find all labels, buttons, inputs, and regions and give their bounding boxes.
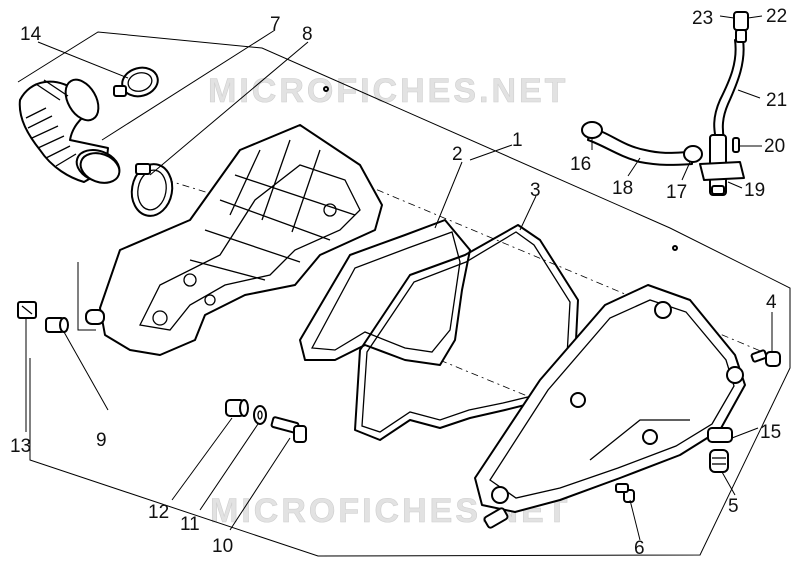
leader-lines xyxy=(25,15,773,541)
callout-16: 16 xyxy=(570,154,591,175)
callout-22: 22 xyxy=(766,6,787,27)
screw-20 xyxy=(732,137,740,153)
hose-clamp-17 xyxy=(683,145,703,163)
callout-13: 13 xyxy=(10,436,31,457)
screw-4 xyxy=(750,349,781,367)
assembly-boundary-inner xyxy=(77,262,96,331)
washer-11 xyxy=(253,405,267,425)
callout-10: 10 xyxy=(212,536,233,557)
breather-housing-19 xyxy=(699,134,745,196)
callout-18: 18 xyxy=(612,178,633,199)
callout-17: 17 xyxy=(666,182,687,203)
callout-3: 3 xyxy=(530,180,541,201)
callout-21: 21 xyxy=(766,90,787,111)
clamp-8 xyxy=(130,163,174,217)
callout-6: 6 xyxy=(634,538,645,559)
callout-23: 23 xyxy=(692,8,713,29)
callouts: 1 2 3 4 5 6 7 8 9 10 11 12 13 14 15 16 1… xyxy=(10,6,787,559)
callout-19: 19 xyxy=(744,180,765,201)
callout-2: 2 xyxy=(452,144,463,165)
assembly-boundary xyxy=(17,31,791,557)
clamp-7 xyxy=(79,152,121,184)
hose-clamp-16 xyxy=(581,121,603,139)
breather-hose-18 xyxy=(587,127,693,166)
callout-5: 5 xyxy=(728,496,739,517)
bolt-10 xyxy=(270,416,307,443)
clamp-14 xyxy=(113,66,159,98)
screw-6 xyxy=(615,483,635,503)
callout-9: 9 xyxy=(96,430,107,451)
spacer-12 xyxy=(225,399,249,417)
callout-11: 11 xyxy=(180,514,200,535)
watermark-top: MICROFICHES.NET xyxy=(208,72,568,110)
callout-7: 7 xyxy=(270,14,281,35)
spacer-left xyxy=(45,317,69,333)
callout-4: 4 xyxy=(766,292,777,313)
drain-fitting xyxy=(707,427,733,473)
callout-15: 15 xyxy=(760,422,781,443)
callout-20: 20 xyxy=(764,136,785,157)
callout-14: 14 xyxy=(20,24,42,45)
callout-8: 8 xyxy=(302,24,313,45)
breather-valve-23 xyxy=(733,11,749,43)
filter-housing xyxy=(85,86,383,356)
callout-1: 1 xyxy=(512,130,523,151)
callout-12: 12 xyxy=(148,502,169,523)
filter-cover xyxy=(474,245,746,529)
filter-element xyxy=(299,219,471,366)
clip-nut xyxy=(17,301,37,319)
